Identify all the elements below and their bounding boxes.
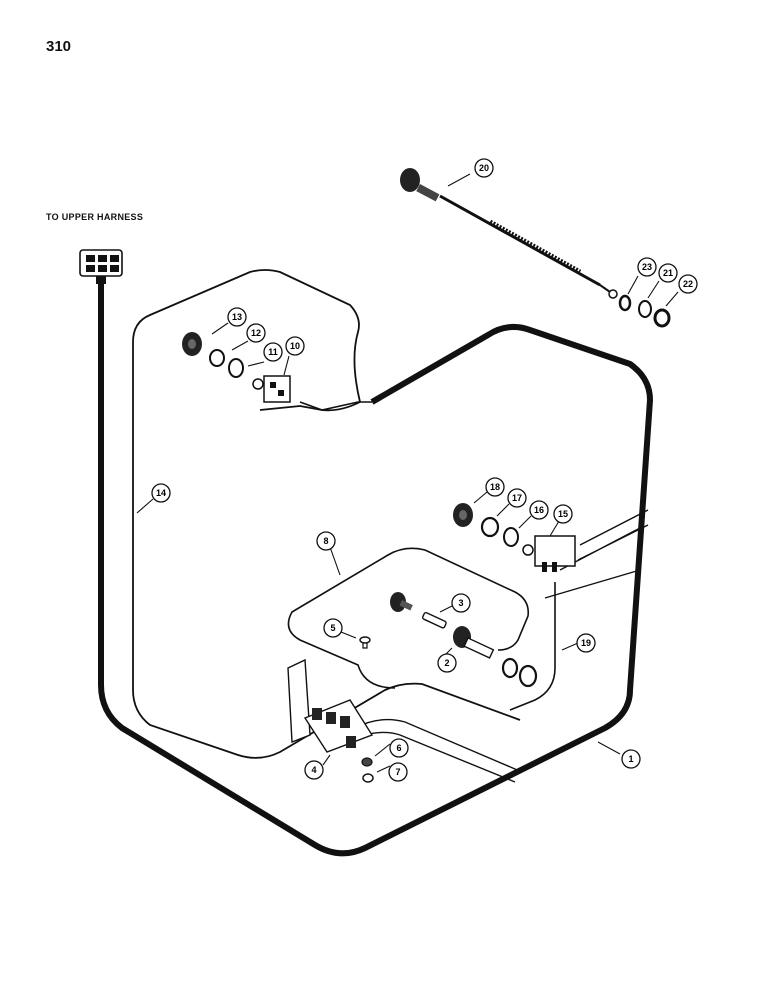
svg-text:22: 22 (683, 279, 693, 289)
screw-5 (359, 636, 371, 649)
callout-1: 1 (621, 749, 641, 769)
svg-text:19: 19 (581, 638, 591, 648)
callout-4: 4 (304, 760, 324, 780)
fuse-3 (421, 611, 447, 629)
washer-17 (480, 516, 500, 538)
svg-text:17: 17 (512, 493, 522, 503)
svg-text:18: 18 (490, 482, 500, 492)
switch-15-leads (544, 509, 649, 599)
callout-3: 3 (451, 593, 471, 613)
callout-15: 15 (553, 504, 573, 524)
knob-13 (182, 332, 202, 356)
nut-6 (361, 757, 373, 767)
svg-text:11: 11 (268, 347, 278, 357)
svg-text:6: 6 (396, 743, 401, 753)
callout-11: 11 (263, 342, 283, 362)
svg-text:10: 10 (290, 341, 300, 351)
callout-20: 20 (474, 158, 494, 178)
callout-6: 6 (389, 738, 409, 758)
svg-text:3: 3 (458, 598, 463, 608)
callout-14: 14 (151, 483, 171, 503)
terminal-block-4 (287, 658, 374, 753)
main-harness-wire (98, 282, 653, 857)
washer-23 (618, 294, 632, 312)
knob-18 (453, 503, 473, 527)
washer-12 (209, 349, 225, 367)
callout-18: 18 (485, 477, 505, 497)
svg-text:4: 4 (311, 765, 316, 775)
upper-harness-label: TO UPPER HARNESS (46, 212, 144, 222)
leader-lines (136, 173, 679, 773)
wire-19 (509, 582, 556, 711)
svg-text:1: 1 (628, 754, 633, 764)
lower-return-wires (347, 718, 523, 783)
callout-7: 7 (388, 762, 408, 782)
svg-text:7: 7 (395, 767, 400, 777)
fuse-washer-b (518, 664, 538, 688)
callout-12: 12 (246, 323, 266, 343)
svg-text:20: 20 (479, 163, 489, 173)
fuse-washer-a (501, 657, 519, 679)
washer-16 (503, 527, 519, 547)
switch-10-lead (299, 401, 372, 411)
callout-13: 13 (227, 307, 247, 327)
svg-text:13: 13 (232, 312, 242, 322)
callout-5: 5 (323, 618, 343, 638)
callout-2: 2 (437, 653, 457, 673)
wire-loop-8 (287, 547, 530, 689)
callout-19: 19 (576, 633, 596, 653)
callout-22: 22 (678, 274, 698, 294)
svg-text:21: 21 (663, 268, 673, 278)
upper-harness-connector (79, 249, 123, 284)
callout-16: 16 (529, 500, 549, 520)
callout-23: 23 (637, 257, 657, 277)
svg-text:23: 23 (642, 262, 652, 272)
switch-10-assembly (252, 375, 291, 403)
svg-text:16: 16 (534, 505, 544, 515)
svg-text:5: 5 (330, 623, 335, 633)
svg-text:15: 15 (558, 509, 568, 519)
svg-text:2: 2 (444, 658, 449, 668)
svg-text:8: 8 (323, 536, 328, 546)
svg-text:12: 12 (251, 328, 261, 338)
callout-21: 21 (658, 263, 678, 283)
page-number: 310 (46, 38, 72, 55)
washer-11 (228, 358, 244, 378)
switch-15 (522, 535, 576, 572)
callout-10: 10 (285, 336, 305, 356)
fuse-holder-cap (390, 592, 413, 612)
nut-7 (362, 773, 374, 783)
control-cable-20 (400, 168, 618, 299)
svg-text:14: 14 (156, 488, 166, 498)
callout-17: 17 (507, 488, 527, 508)
fuse-holder-body-2 (453, 626, 495, 659)
nut-22 (653, 308, 671, 328)
callout-8: 8 (316, 531, 336, 551)
washer-21 (638, 300, 652, 318)
